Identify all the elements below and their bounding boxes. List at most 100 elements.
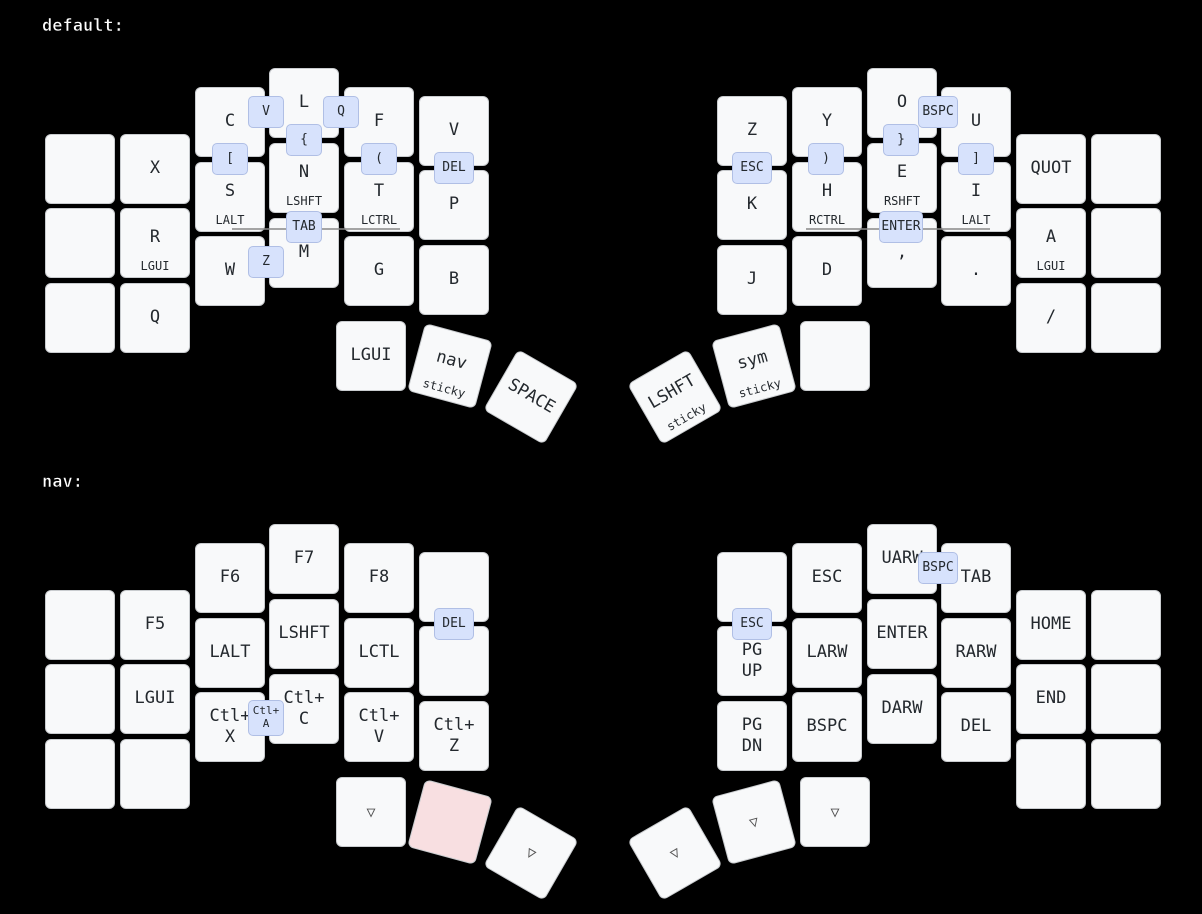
- key-nav-4: F8: [344, 543, 414, 613]
- key-tap-label: Y: [821, 111, 833, 132]
- key-tap-label: F5: [144, 614, 166, 635]
- key-tap-label: HOME: [1030, 614, 1072, 635]
- key-tap-label: S: [224, 181, 236, 202]
- key-nav-29: ENTER: [867, 599, 937, 669]
- key-nav-3: F7: [269, 524, 339, 594]
- combo-default-2: {: [286, 124, 322, 156]
- key-tap-label: SPACE: [504, 375, 559, 418]
- key-nav-28: LARW: [792, 618, 862, 688]
- key-tap-label: PG UP: [741, 639, 763, 681]
- key-tap-label: C: [224, 111, 236, 132]
- key-default-12: [45, 283, 115, 353]
- key-tap-label: W: [224, 260, 236, 281]
- key-tap-label: L: [298, 92, 310, 113]
- key-tap-label: LCTL: [358, 642, 400, 663]
- key-tap-label: ▽: [747, 811, 761, 832]
- key-tap-label: QUOT: [1030, 158, 1072, 179]
- key-tap-label: D: [821, 260, 833, 281]
- key-nav-1: F5: [120, 590, 190, 660]
- key-tap-label: ▽: [830, 802, 840, 821]
- key-default-30: I LALT: [941, 162, 1011, 232]
- key-tap-label: U: [970, 111, 982, 132]
- key-nav-32: [1091, 664, 1161, 734]
- key-tap-label: Ctl+ Z: [433, 714, 475, 756]
- key-tap-label: Ctl+ X: [209, 705, 251, 747]
- key-nav-9: LSHFT: [269, 599, 339, 669]
- key-nav-7: LGUI: [120, 664, 190, 734]
- key-tap-label: X: [149, 158, 161, 179]
- combo-nav-1: DEL: [434, 608, 474, 640]
- key-nav-8: LALT: [195, 618, 265, 688]
- key-nav-36: DEL: [941, 692, 1011, 762]
- key-tap-label: N: [298, 162, 310, 183]
- combo-default-13: ENTER: [879, 211, 923, 243]
- key-tap-label: Z: [746, 120, 758, 141]
- key-tap-label: K: [746, 194, 758, 215]
- key-default-32: [1091, 208, 1161, 278]
- key-nav-41: ▽: [800, 777, 870, 847]
- key-default-34: D: [792, 236, 862, 306]
- key-hold-label: RCTRL: [808, 213, 846, 227]
- key-tap-label: I: [970, 181, 982, 202]
- key-tap-label: G: [373, 260, 385, 281]
- key-tap-label: Ctl+ V: [358, 705, 400, 747]
- key-tap-label: R: [149, 227, 161, 248]
- key-tap-label: END: [1035, 688, 1067, 709]
- key-tap-label: nav: [434, 346, 469, 375]
- combo-nav-3: ESC: [732, 608, 772, 640]
- key-tap-label: UARW: [881, 548, 923, 569]
- combo-default-5: DEL: [434, 152, 474, 184]
- key-nav-6: [45, 664, 115, 734]
- key-nav-18: ▽: [336, 777, 406, 847]
- key-default-18: LGUI: [336, 321, 406, 391]
- key-hold-label: LALT: [961, 213, 991, 227]
- key-nav-2: F6: [195, 543, 265, 613]
- key-nav-16: Ctl+ V: [344, 692, 414, 762]
- key-tap-label: Ctl+ C: [283, 687, 325, 729]
- combo-default-12: ESC: [732, 152, 772, 184]
- combo-default-11: ]: [958, 143, 994, 175]
- key-tap-label: TAB: [960, 567, 992, 588]
- key-default-16: G: [344, 236, 414, 306]
- key-nav-17: Ctl+ Z: [419, 701, 489, 771]
- combo-nav-2: BSPC: [918, 552, 958, 584]
- key-tap-label: /: [1045, 307, 1057, 328]
- key-tap-label: ENTER: [876, 623, 928, 644]
- key-default-1: X: [120, 134, 190, 204]
- key-nav-37: [1016, 739, 1086, 809]
- key-hold-label: LALT: [215, 213, 245, 227]
- key-default-36: .: [941, 236, 1011, 306]
- key-tap-label: M: [298, 242, 310, 263]
- key-hold-label: LGUI: [1036, 259, 1066, 273]
- key-nav-35: DARW: [867, 674, 937, 744]
- key-tap-label: ▽: [366, 802, 376, 821]
- key-default-8: S LALT: [195, 162, 265, 232]
- key-tap-label: PG DN: [741, 714, 763, 756]
- key-hold-label: LGUI: [140, 259, 170, 273]
- key-nav-31: END: [1016, 664, 1086, 734]
- key-tap-label: B: [448, 269, 460, 290]
- layer-title-default: default:: [42, 16, 124, 37]
- key-tap-label: F8: [368, 567, 390, 588]
- key-tap-label: BSPC: [806, 716, 848, 737]
- key-nav-0: [45, 590, 115, 660]
- key-nav-26: [1091, 590, 1161, 660]
- key-nav-12: [45, 739, 115, 809]
- key-tap-label: ESC: [811, 567, 843, 588]
- key-tap-label: DEL: [960, 716, 992, 737]
- combo-default-1: Q: [323, 96, 359, 128]
- key-tap-label: LGUI: [134, 688, 176, 709]
- key-nav-13: [120, 739, 190, 809]
- key-default-0: [45, 134, 115, 204]
- key-default-26: [1091, 134, 1161, 204]
- key-default-7: R LGUI: [120, 208, 190, 278]
- key-default-37: /: [1016, 283, 1086, 353]
- key-tap-label: T: [373, 181, 385, 202]
- combo-default-8: BSPC: [918, 96, 958, 128]
- key-tap-label: RARW: [955, 642, 997, 663]
- key-hold-label: RSHFT: [883, 194, 921, 208]
- combo-default-6: TAB: [286, 211, 322, 243]
- key-tap-label: LALT: [209, 642, 251, 663]
- combo-nav-0: Ctl+ A: [248, 700, 284, 736]
- key-tap-label: P: [448, 194, 460, 215]
